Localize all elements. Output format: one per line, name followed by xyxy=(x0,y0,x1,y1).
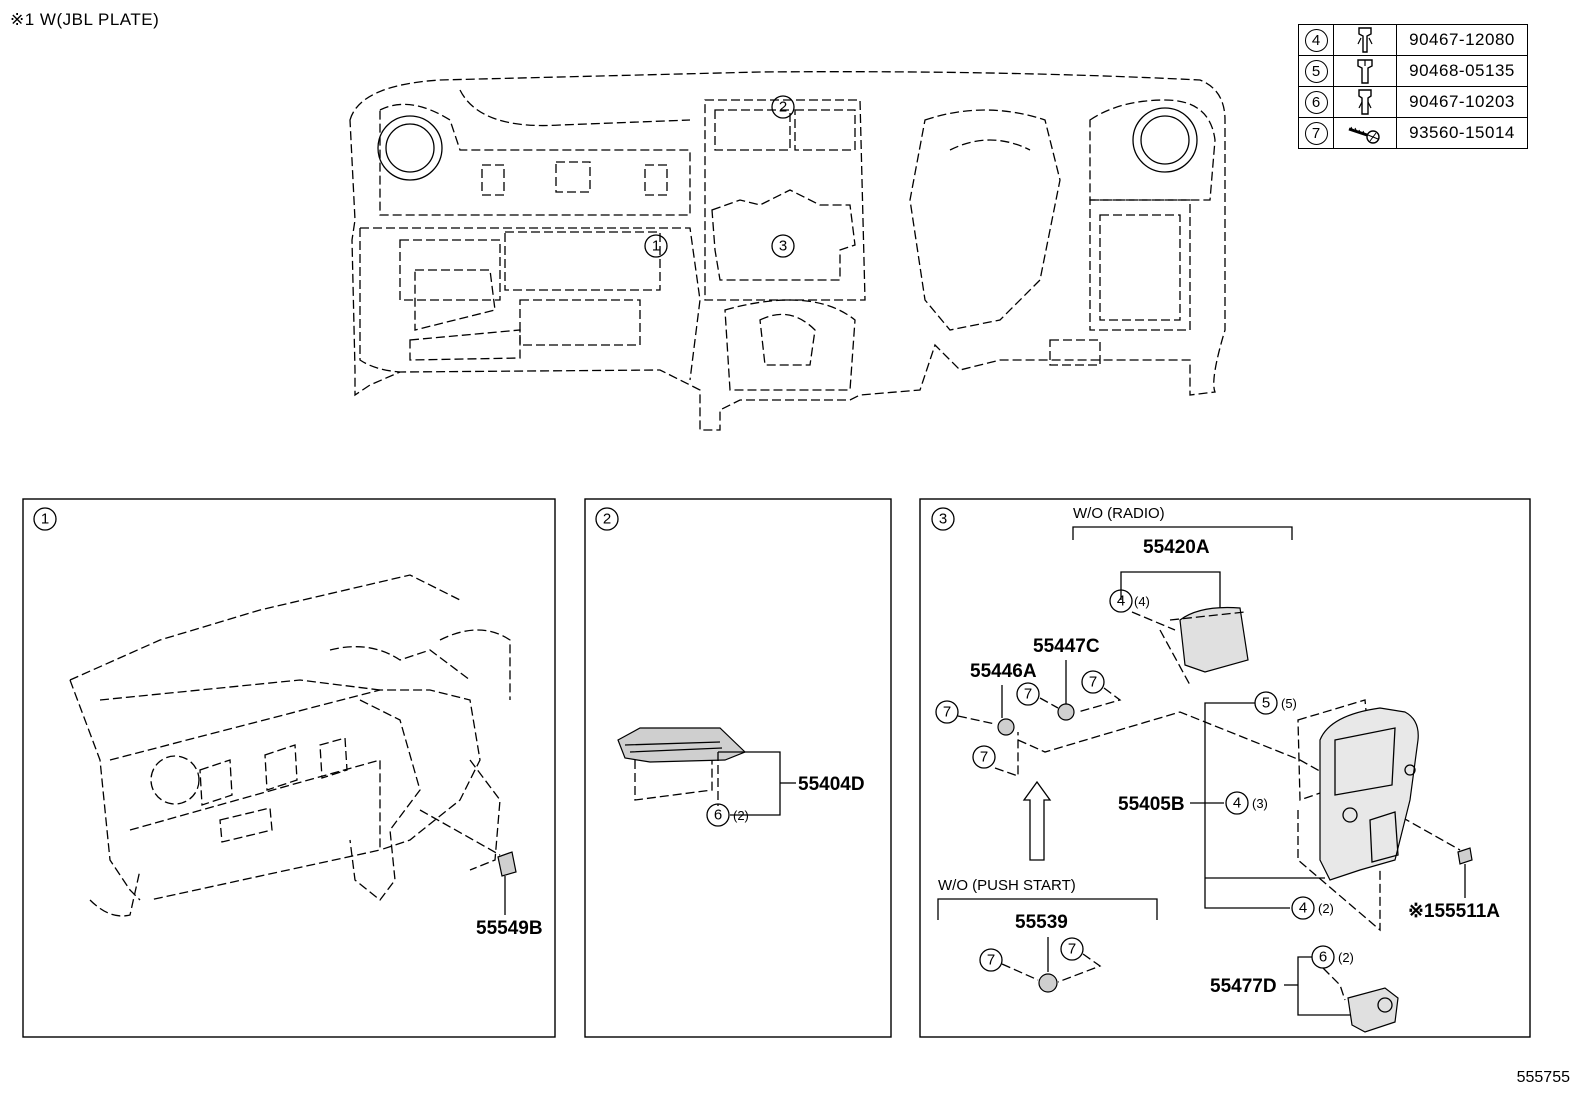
panel-1-index: 1 xyxy=(41,511,49,528)
screw-icon xyxy=(1333,117,1397,149)
qty-5: (5) xyxy=(1281,696,1297,711)
panel-2-index: 2 xyxy=(603,511,611,528)
part-55539: 55539 xyxy=(1015,912,1068,933)
panel-3-index: 3 xyxy=(939,511,947,528)
table-row: 6 90467-10203 xyxy=(1298,86,1528,118)
detail-panel-3: 3 W/O (RADIO) 55420A 4 (4) 55447C 7 7 55… xyxy=(919,498,1531,1038)
diagram-id: 555755 xyxy=(1516,1069,1570,1086)
fastener-qty: (2) xyxy=(733,808,749,823)
part-55511A: ※155511A xyxy=(1408,901,1500,922)
group-label-radio: W/O (RADIO) xyxy=(1073,505,1165,522)
ref-callout: 4 xyxy=(1304,28,1328,52)
part-55405B: 55405B xyxy=(1118,794,1185,815)
callout-6: 6 xyxy=(1319,949,1327,966)
callout-7-e: 7 xyxy=(987,952,995,969)
callout-4-low: 4 xyxy=(1299,900,1307,917)
part-55446A: 55446A xyxy=(970,661,1037,682)
fastener-table: 4 90467-12080 5 90468-05135 6 xyxy=(1298,24,1528,149)
fastener-callout-6: 6 xyxy=(714,807,722,824)
part-number: 90468-05135 xyxy=(1396,55,1528,87)
part-55549B: 55549B xyxy=(476,918,543,939)
part-number: 93560-15014 xyxy=(1396,117,1528,149)
group-label-push-start: W/O (PUSH START) xyxy=(938,877,1076,894)
qty-6: (2) xyxy=(1338,950,1354,965)
qty-4-low: (2) xyxy=(1318,901,1334,916)
table-row: 4 90467-12080 xyxy=(1298,24,1528,56)
overview-callout-2: 2 xyxy=(779,99,787,116)
part-55477D: 55477D xyxy=(1210,976,1277,997)
callout-7-d: 7 xyxy=(980,749,988,766)
dashboard-overview: 1 2 3 xyxy=(349,71,1226,431)
callout-4-mid: 4 xyxy=(1233,795,1241,812)
overview-callout-1: 1 xyxy=(652,238,660,255)
callout-7-b: 7 xyxy=(1089,674,1097,691)
ref-callout: 6 xyxy=(1304,90,1328,114)
callout-7-a: 7 xyxy=(1024,686,1032,703)
header-note: ※1 W(JBL PLATE) xyxy=(10,10,160,29)
ref-callout: 5 xyxy=(1304,59,1328,83)
part-55447C: 55447C xyxy=(1033,636,1100,657)
table-row: 7 93560-15014 xyxy=(1298,117,1528,149)
qty-4-mid: (3) xyxy=(1252,796,1268,811)
detail-panel-2: 2 55404D 6 (2) xyxy=(584,498,892,1038)
overview-callout-3: 3 xyxy=(779,238,787,255)
callout-7-c: 7 xyxy=(943,704,951,721)
table-row: 5 90468-05135 xyxy=(1298,55,1528,87)
callout-5: 5 xyxy=(1262,695,1270,712)
detail-panel-1: 1 55549B xyxy=(22,498,556,1038)
part-number: 90467-10203 xyxy=(1396,86,1528,118)
ref-callout: 7 xyxy=(1304,121,1328,145)
part-55420A: 55420A xyxy=(1143,537,1210,558)
qty-4-radio: (4) xyxy=(1134,594,1150,609)
callout-7-f: 7 xyxy=(1068,941,1076,958)
callout-4-radio: 4 xyxy=(1117,593,1125,610)
part-number: 90467-12080 xyxy=(1396,24,1528,56)
clip-icon xyxy=(1333,55,1397,87)
part-55404D: 55404D xyxy=(798,774,865,795)
